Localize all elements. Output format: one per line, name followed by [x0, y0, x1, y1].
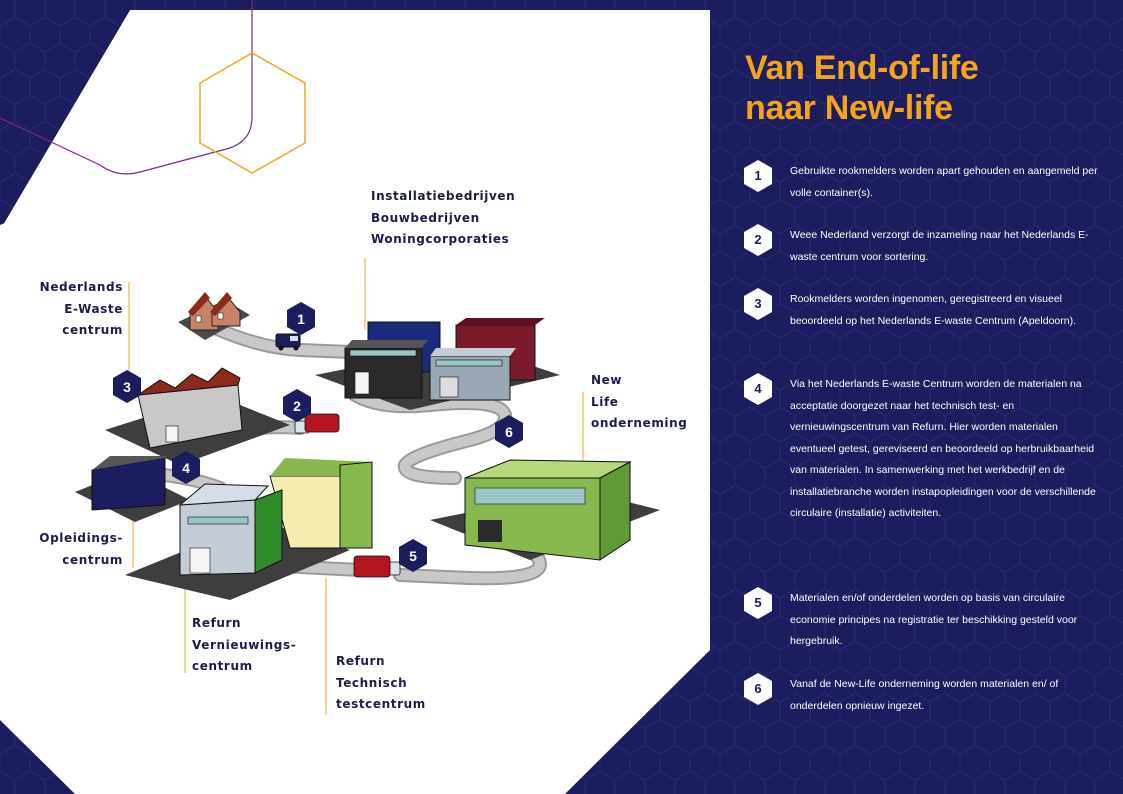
map-marker-hex-1: [287, 302, 315, 335]
step-text: Materialen en/of onderdelen worden op ba…: [790, 592, 1078, 647]
orange-hexagon-outline: [199, 52, 306, 174]
map-marker-4: 4: [182, 460, 190, 476]
truck-illustration-2: [294, 413, 340, 434]
map-marker-6: 6: [505, 424, 513, 440]
label-installatiebedrijven: Installatiebedrijven Bouwbedrijven Wonin…: [371, 189, 516, 246]
step-text: Weee Nederland verzorgt de inzameling na…: [790, 229, 1089, 263]
houses-illustration: [178, 292, 250, 340]
step-badge-hexagon: 6: [743, 672, 773, 706]
map-marker-hex-5: [399, 539, 427, 572]
step-badge-hexagon: 3: [743, 287, 773, 321]
map-marker-hex-2: [283, 389, 311, 422]
step-badge-hexagon: 2: [743, 223, 773, 257]
van-illustration: [275, 333, 301, 351]
step-number: 1: [754, 168, 762, 183]
map-marker-1: 1: [297, 311, 305, 327]
step-text: Via het Nederlands E-waste Centrum worde…: [790, 378, 1096, 519]
step-number: 5: [754, 595, 762, 610]
step-number: 4: [754, 381, 762, 396]
step-badge-hexagon: 4: [743, 372, 773, 406]
step-number: 3: [754, 296, 762, 311]
step-badge-hexagon: 5: [743, 586, 773, 620]
opleidings-building: [75, 456, 190, 522]
step-text: Vanaf de New-Life onderneming worden mat…: [790, 678, 1059, 712]
white-hexagon-main: [0, 28, 710, 794]
map-marker-hex-6: [495, 415, 523, 448]
page-title: Van End-of-life naar New-life: [745, 49, 979, 127]
map-marker-hex-4: [172, 451, 200, 484]
label-newlife-onderneming: New Life onderneming: [591, 373, 688, 430]
installatie-buildings: [315, 318, 560, 410]
step-number: 2: [754, 232, 762, 247]
label-refurn-vernieuwingscentrum: Refurn Vernieuwings- centrum: [192, 616, 297, 673]
map-markers: [113, 302, 523, 572]
truck-illustration-5: [353, 555, 401, 578]
step-text: Gebruikte rookmelders worden apart gehou…: [790, 165, 1098, 199]
step-text: Rookmelders worden ingenomen, geregistre…: [790, 293, 1076, 327]
refurn-buildings: [125, 458, 373, 600]
label-ewaste-centrum: Nederlands E-Waste centrum: [39, 280, 123, 337]
purple-line: [0, 0, 253, 175]
ewaste-building: [105, 367, 290, 465]
label-opleidingscentrum: Opleidings- centrum: [39, 531, 123, 567]
label-refurn-testcentrum: Refurn Technisch testcentrum: [336, 654, 426, 711]
map-marker-3: 3: [123, 379, 131, 395]
step-badge-hexagon: 1: [743, 159, 773, 193]
step-number: 6: [754, 681, 762, 696]
map-marker-hex-3: [113, 370, 141, 403]
map-marker-5: 5: [409, 548, 417, 564]
map-marker-2: 2: [293, 398, 301, 414]
newlife-building: [430, 459, 660, 561]
